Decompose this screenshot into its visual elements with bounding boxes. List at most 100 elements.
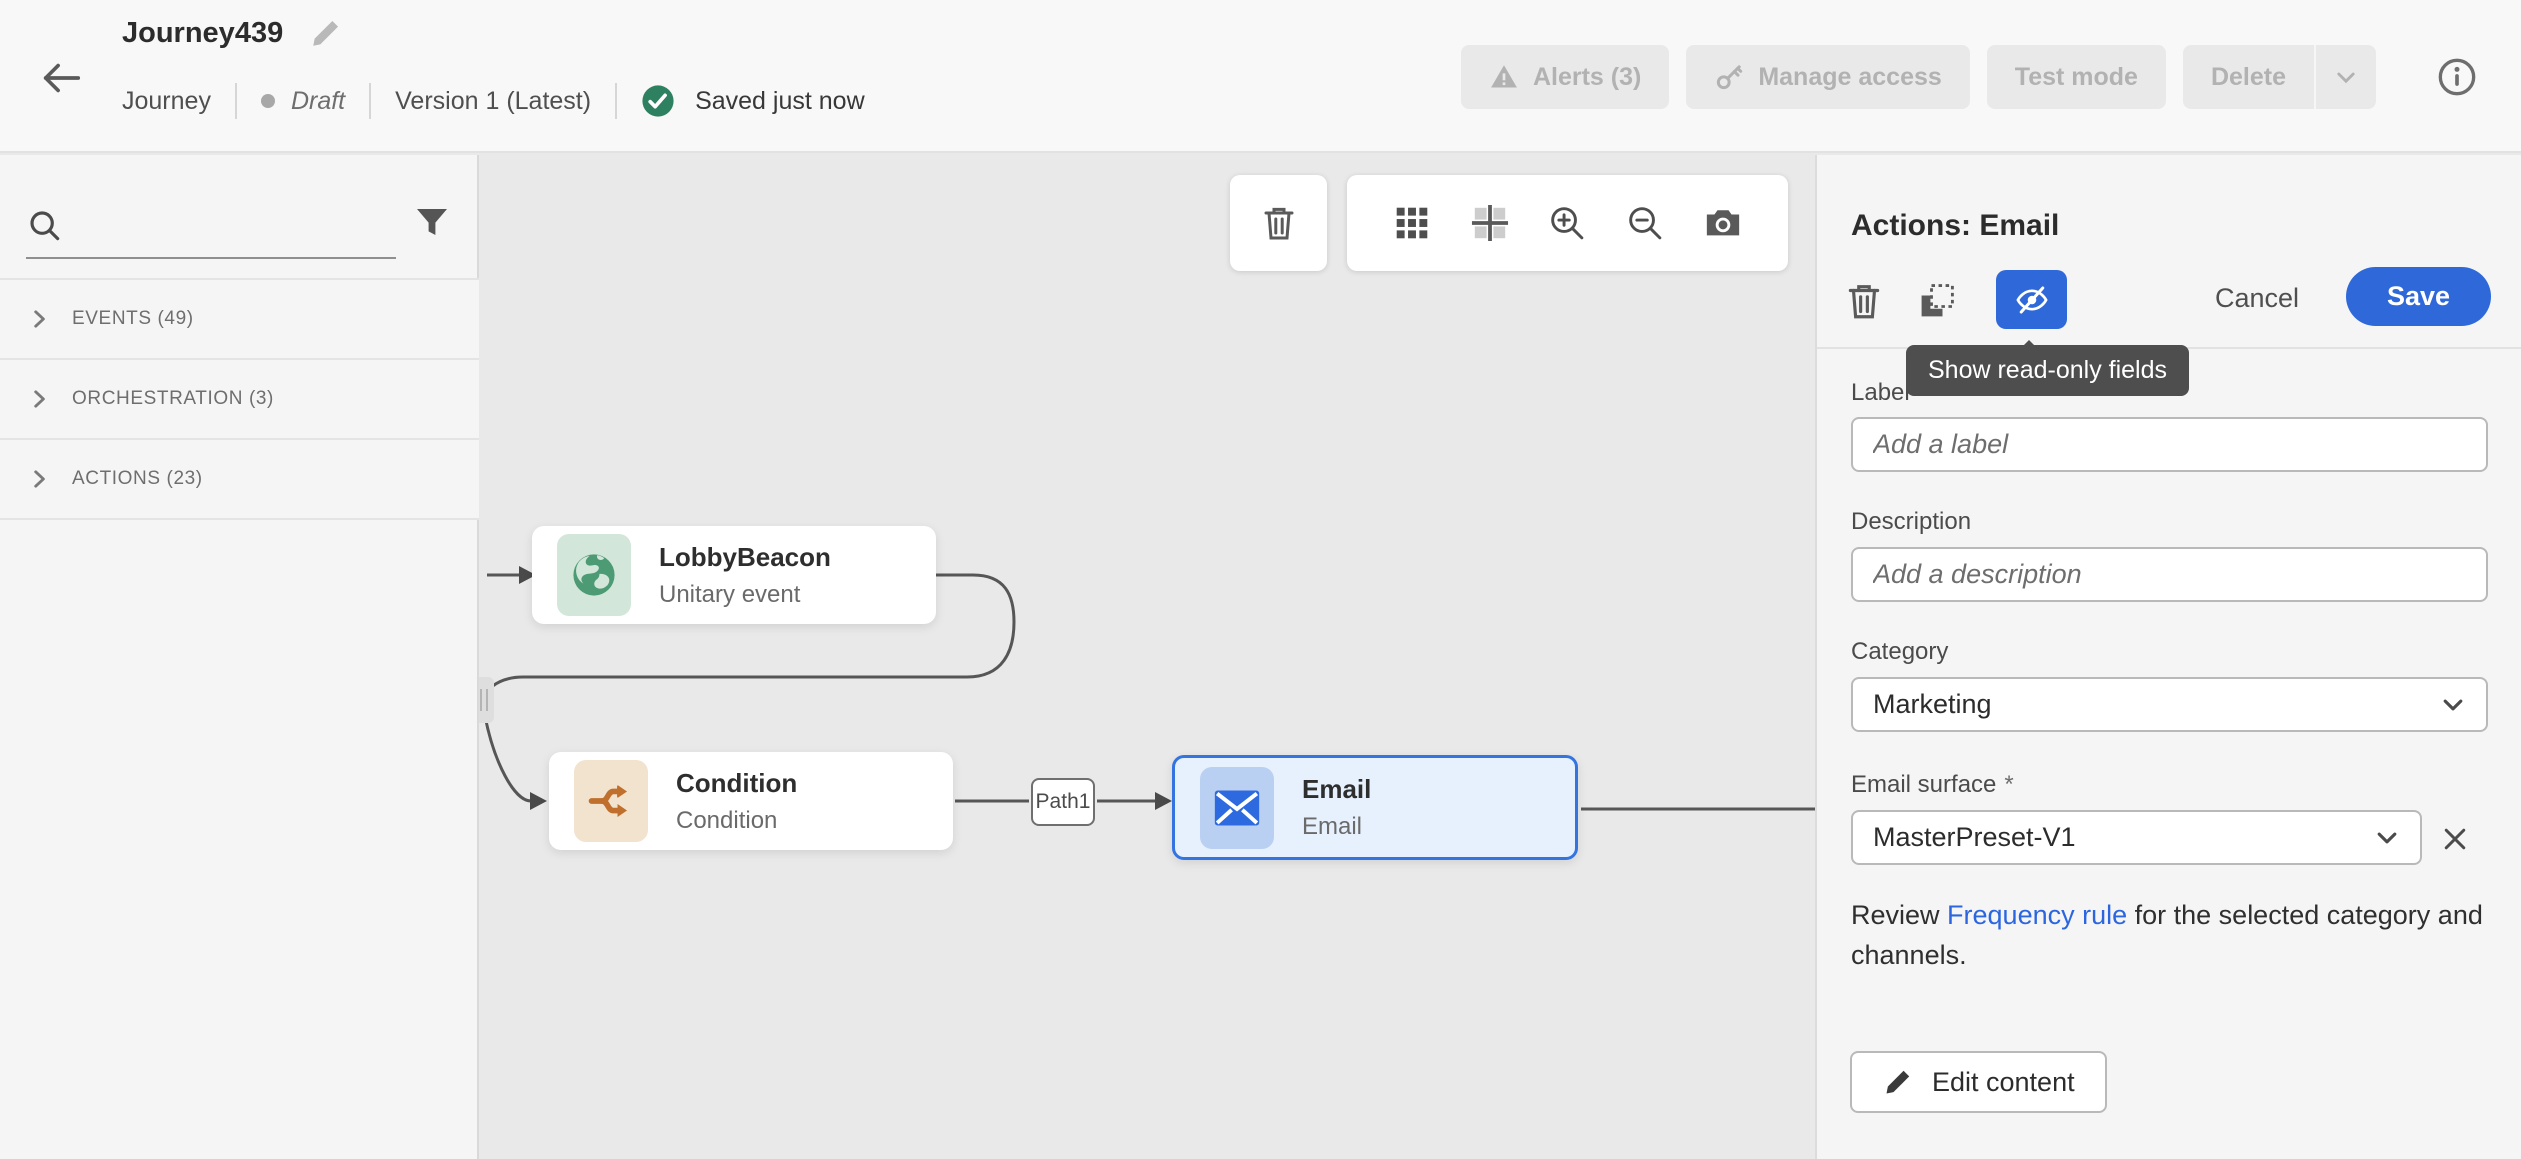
version-label: Version 1 (Latest) (395, 86, 592, 115)
connector-lines (483, 566, 1815, 811)
info-button[interactable] (2437, 55, 2477, 99)
chevron-right-icon (28, 388, 50, 410)
action-config-panel: Actions: Email Cancel Save (1815, 155, 2521, 1159)
email-surface-value: MasterPreset-V1 (1873, 822, 2076, 852)
zoom-in-icon (1548, 204, 1586, 242)
divider (234, 83, 237, 119)
connector-drag-handle[interactable] (474, 677, 494, 723)
review-suffix: for the selected category and channels. (1851, 900, 2483, 970)
journey-title: Journey439 (122, 16, 284, 49)
edit-content-button[interactable]: Edit content (1850, 1051, 2107, 1113)
journey-type-label: Journey (122, 86, 211, 115)
info-icon (2437, 57, 2477, 97)
saved-status-label: Saved just now (695, 86, 865, 115)
node-subtitle: Unitary event (659, 580, 801, 608)
split-view-icon (1471, 204, 1509, 242)
status-label: Draft (290, 86, 346, 115)
section-label: ORCHESTRATION (3) (72, 388, 274, 409)
camera-icon (1704, 204, 1742, 242)
category-value: Marketing (1873, 689, 1992, 719)
zoom-out-button[interactable] (1617, 195, 1673, 251)
duplicate-action-button[interactable] (1915, 275, 1967, 327)
divider (369, 83, 372, 119)
node-condition[interactable]: Condition Condition (549, 752, 953, 850)
section-label: EVENTS (49) (72, 308, 194, 329)
pencil-icon (1882, 1066, 1914, 1098)
category-picker[interactable]: Marketing (1851, 677, 2488, 732)
grid-view-button[interactable] (1384, 195, 1440, 251)
path-label[interactable]: Path1 (1031, 778, 1095, 826)
save-button[interactable]: Save (2346, 267, 2491, 326)
filter-button[interactable] (412, 199, 460, 247)
zoom-out-icon (1626, 204, 1664, 242)
node-subtitle: Condition (676, 806, 778, 834)
grid-icon (1394, 205, 1430, 241)
tooltip-caret (2018, 329, 2040, 351)
canvas-delete-button[interactable] (1251, 195, 1307, 251)
search-input[interactable] (82, 211, 372, 241)
review-prefix: Review (1851, 900, 1948, 930)
delete-label: Delete (2210, 62, 2286, 91)
filter-funnel-icon (412, 203, 460, 243)
alerts-button[interactable]: Alerts (3) (1460, 45, 1670, 109)
show-read-only-fields-toggle[interactable] (1996, 270, 2067, 329)
status-dot-icon (260, 94, 275, 108)
node-lobbybeacon[interactable]: LobbyBeacon Unitary event (532, 526, 936, 624)
email-surface-field-label: Email surface * (1851, 771, 2014, 799)
panel-title: Actions: Email (1851, 209, 2060, 242)
split-view-button[interactable] (1462, 195, 1518, 251)
section-label: ACTIONS (23) (72, 468, 203, 489)
tooltip-text: Show read-only fields (1928, 356, 2168, 384)
delete-more-button[interactable] (2316, 45, 2376, 109)
tooltip-show-read-only-fields: Show read-only fields (1906, 340, 2190, 396)
edit-content-label: Edit content (1932, 1066, 2075, 1097)
screenshot-button[interactable] (1695, 195, 1751, 251)
divider (2314, 45, 2316, 109)
trash-icon (1843, 280, 1895, 322)
zoom-in-button[interactable] (1539, 195, 1595, 251)
frequency-rule-link[interactable]: Frequency rule (1947, 900, 2128, 930)
test-mode-button[interactable]: Test mode (1986, 45, 2166, 109)
label-field-label: Label (1851, 379, 1910, 406)
category-field-label: Category (1851, 638, 1949, 665)
journey-canvas[interactable]: LobbyBeacon Unitary event Condition Cond… (474, 155, 1815, 1159)
back-button[interactable] (38, 52, 90, 104)
alert-triangle-icon (1489, 62, 1519, 92)
sidebar-item-orchestration[interactable]: ORCHESTRATION (3) (0, 360, 479, 440)
globe-icon (557, 534, 631, 616)
delete-action-button[interactable] (1843, 273, 1895, 329)
node-title: Email (1302, 774, 1372, 804)
node-title: Condition (676, 767, 798, 798)
key-icon (1714, 62, 1744, 92)
email-surface-picker[interactable]: MasterPreset-V1 (1851, 810, 2422, 865)
email-surface-label-text: Email surface (1851, 771, 1997, 798)
required-asterisk: * (2004, 771, 2014, 798)
path-label-text: Path1 (1035, 790, 1091, 813)
chevron-down-icon (2334, 65, 2358, 89)
manage-access-button[interactable]: Manage access (1686, 45, 1970, 109)
clear-surface-button[interactable] (2439, 817, 2483, 861)
node-title: LobbyBeacon (659, 541, 831, 572)
condition-branch-icon (574, 760, 648, 842)
email-icon (1200, 766, 1274, 849)
description-field-label: Description (1851, 508, 1972, 535)
manage-access-label: Manage access (1758, 62, 1942, 91)
delete-split-button: Delete (2182, 45, 2376, 109)
description-input[interactable] (1851, 547, 2488, 602)
alerts-label: Alerts (3) (1532, 62, 1642, 91)
label-input[interactable] (1851, 417, 2488, 472)
edit-title-pencil-icon[interactable] (309, 16, 343, 50)
sidebar-item-events[interactable]: EVENTS (49) (0, 280, 479, 360)
divider (615, 83, 618, 119)
cancel-button[interactable]: Cancel (2199, 275, 2315, 321)
search-field (26, 195, 396, 259)
chevron-right-icon (28, 308, 50, 330)
node-email-selected[interactable]: Email Email (1172, 755, 1578, 860)
close-icon (2439, 823, 2483, 855)
back-arrow-icon (38, 55, 90, 101)
sidebar-item-actions[interactable]: ACTIONS (23) (0, 440, 479, 520)
delete-button[interactable]: Delete (2182, 45, 2314, 109)
app-header: Journey439 Journey Draft Version 1 (Late… (0, 0, 2521, 153)
duplicate-icon (1915, 279, 1967, 323)
